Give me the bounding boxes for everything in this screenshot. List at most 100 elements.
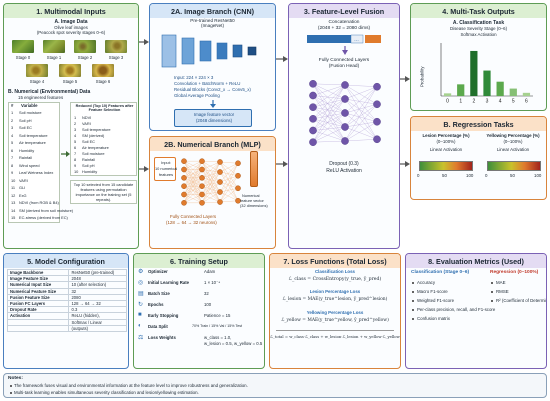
note-bullet-2 (10, 392, 12, 394)
yellowing-activation: Linear Activation (496, 147, 530, 152)
fusion-connection (312, 140, 346, 143)
mlp-neuron (181, 200, 187, 206)
mlp-connection (201, 161, 221, 203)
mlp-connection (201, 161, 221, 173)
training-key: Data Split (148, 324, 168, 329)
notes-panel: Notes: The framework fuses visual and en… (3, 373, 547, 398)
fusion-connection (312, 98, 346, 119)
fusion-connection (344, 139, 378, 142)
fusion-connection (312, 118, 346, 128)
variable-row-number: 4 (11, 132, 14, 138)
fusion-connection (344, 86, 378, 142)
yellowing-tick-50: 50 (510, 173, 515, 178)
mlp-connection (201, 161, 221, 193)
mlp-input-line3: features (158, 172, 174, 177)
metric-bullet (412, 317, 414, 320)
classification-metric: Accuracy (417, 280, 436, 285)
metric-bullet (412, 299, 414, 302)
mlp-neuron (181, 191, 187, 198)
mlp-connection (219, 163, 239, 193)
variable-row-name: Rainfall (19, 155, 32, 160)
reduced-row-number: 2 (74, 121, 77, 126)
mlp-connection (201, 169, 221, 173)
mlp-connection (201, 161, 221, 183)
arrow-mlp-to-fusion (276, 161, 288, 167)
fusion-neuron (373, 135, 381, 144)
lesion-tick-100: 100 (466, 173, 474, 178)
fusion-connection (312, 112, 346, 143)
fusion-connection (312, 106, 346, 114)
mlp-input-line2: 10 numerical (155, 166, 178, 171)
fusion-connection (312, 83, 346, 100)
mlp-neuron (199, 175, 205, 181)
stage-label-3: Stage 3 (108, 55, 124, 60)
fusion-connection (312, 83, 346, 142)
arrow-down (210, 100, 216, 108)
mlp-connection (201, 171, 221, 203)
fusion-connection (344, 86, 378, 128)
classification-subtitle: Disease Severity Stage (0–6) (449, 26, 508, 31)
mlp-connection (183, 161, 203, 187)
softmax-label: Softmax Activation (460, 32, 497, 37)
arrow-numeric-to-mlp (139, 166, 149, 172)
table-header-num: # (11, 103, 14, 108)
fusion-connection (312, 83, 346, 128)
mlp-connection (219, 171, 239, 176)
reduced-row-number: 7 (74, 151, 77, 156)
yellowing-loss-heading: Yellowing Percentage Loss (306, 310, 364, 315)
mlp-neuron (235, 185, 241, 192)
cnn-conv: Convolution + BatchNorm + ReLU (174, 81, 241, 86)
fusion-neuron (341, 81, 349, 89)
mlp-connection (183, 169, 203, 203)
regression-metric: RMSE (496, 289, 509, 294)
leaf-image-stage-4 (26, 64, 48, 77)
mlp-connection (201, 169, 221, 203)
lesion-tick-0: 0 (417, 173, 420, 178)
x-tick-label: 5 (512, 99, 515, 105)
mlp-connection (219, 163, 239, 173)
cnn-layer-stack (161, 34, 257, 68)
variable-row-number: 10 (11, 177, 16, 183)
mlp-connection (219, 181, 239, 189)
concat-label: Concatenation (328, 20, 360, 25)
fusion-neuron (341, 95, 349, 103)
mlp-connection (219, 200, 239, 203)
chart-bar (443, 93, 452, 96)
fusion-connection (312, 112, 346, 131)
fusion-neuron (341, 109, 349, 117)
reduced-row-name: Soil temperature (82, 127, 111, 132)
leaf-image-stage-1 (43, 40, 65, 53)
classification-heading: A. Classification Task (452, 20, 505, 26)
mlp-connection (219, 188, 239, 193)
chart-bar (470, 50, 478, 96)
fusion-neuron (341, 123, 349, 131)
mlp-connection (201, 177, 221, 183)
panel-image-branch: 2A. Image Branch (CNN) Pre-trained ResNe… (149, 3, 276, 131)
mlp-connection (183, 186, 203, 203)
variable-row-name: GLI (19, 185, 26, 190)
split-icon: ◐ (138, 323, 142, 329)
panel-title: 7. Loss Functions (Total Loss) (270, 254, 400, 268)
mlp-neuron (217, 199, 223, 205)
training-key: Batch Size (148, 291, 170, 296)
lesion-activation: Linear Activation (429, 147, 463, 152)
fusion-connection (312, 84, 346, 143)
variable-row-name: VARI (19, 177, 28, 183)
fusion-neuron (373, 82, 381, 91)
training-key: Optimizer (148, 269, 168, 274)
variable-row-name: NDVI (from RGB & B4) (19, 200, 59, 205)
panel-multimodal-inputs: 1. Multimodal Inputs A. Image Data Olive… (3, 3, 139, 249)
fusion-connection (344, 84, 378, 122)
arrow-fusion-to-classification (400, 76, 410, 82)
fusion-connection (312, 84, 346, 119)
variable-row-name: Air temperature (19, 140, 46, 145)
variable-row-name: Soil pH (19, 117, 32, 123)
loss-divider (276, 330, 394, 331)
panel-multitask-outputs: 4. Multi-Task Outputs A. Classification … (410, 3, 547, 111)
fusion-connection (344, 86, 378, 114)
image-feature-vector: Image feature vector (2048 dimensions) (174, 109, 252, 127)
mlp-connection (219, 161, 239, 164)
fusion-connection (344, 112, 378, 140)
